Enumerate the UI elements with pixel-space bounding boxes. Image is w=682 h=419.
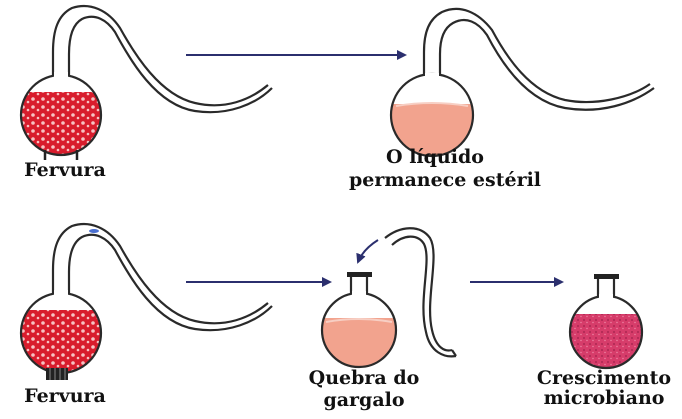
flask-broken-neck <box>320 272 398 369</box>
label-break-line1: Quebra do <box>308 367 420 389</box>
label-boil-top: Fervura <box>24 159 106 181</box>
label-sterile-line2: permanece estéril <box>348 169 542 191</box>
flask-boiling-bottom <box>19 222 273 380</box>
label-growth-line1: Crescimento <box>536 367 672 389</box>
label-sterile-line1: O líquido <box>386 146 484 168</box>
detached-neck <box>384 227 457 358</box>
flask-sterile <box>389 7 655 158</box>
label-break-line2: gargalo <box>323 389 405 411</box>
flask-microbial-growth <box>568 274 644 370</box>
curved-arrow <box>356 239 379 264</box>
flask-boiling-top <box>19 4 273 160</box>
burner-bottom <box>46 368 68 380</box>
label-boil-bottom: Fervura <box>24 385 106 407</box>
label-growth-line2: microbiano <box>543 387 665 409</box>
burner-top <box>43 150 79 160</box>
